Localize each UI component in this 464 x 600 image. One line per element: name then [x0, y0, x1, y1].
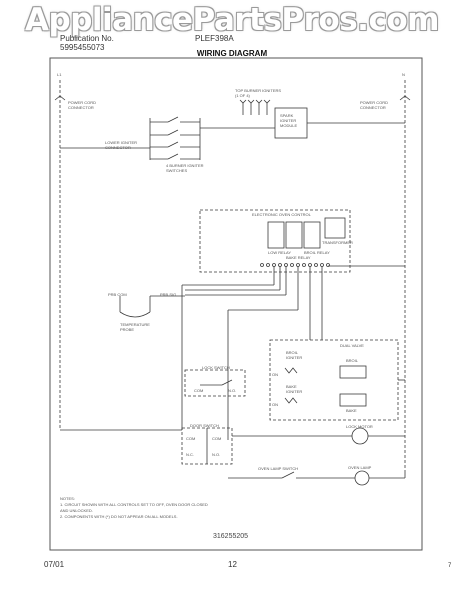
notes-heading: NOTES: — [60, 496, 75, 501]
door-com-label: COM — [186, 436, 196, 441]
door-no-label: N.O. — [212, 452, 221, 457]
door-nc-label: N.C. — [186, 452, 194, 457]
lock-switch-box — [184, 369, 246, 397]
lock-switch-label: LOCK SWITCH — [202, 365, 230, 370]
spark-module-label: SPARK IGNITER MODULE — [280, 113, 298, 128]
on-label-1: ON — [272, 372, 278, 377]
temp-probe-label: TEMPERATURE PROBE — [120, 322, 150, 332]
document-number: 316255205 — [213, 533, 249, 540]
burner-switch-4 — [150, 153, 200, 160]
page-title: WIRING DIAGRAM — [196, 49, 268, 58]
broil-valve-label: BROIL — [346, 358, 359, 363]
oven-control-box — [199, 209, 351, 273]
publication-number: 5995455073 — [60, 43, 105, 52]
relay-2-label: BAKE RELAY — [286, 255, 311, 260]
transformer-box — [324, 217, 346, 239]
power-cord-left-label: POWER CORD CONNECTOR — [68, 100, 96, 110]
lock-no-label: N.O. — [228, 388, 237, 393]
bake-igniter-label: BAKE IGNITER — [286, 384, 303, 394]
notes-block: NOTES: 1. CIRCUIT SHOWN WITH ALL CONTROL… — [60, 496, 210, 520]
dual-valve-label: DUAL VALVE — [340, 343, 364, 348]
footer-date: 07/01 — [44, 560, 65, 569]
footer-corner-mark: 7 — [448, 563, 452, 569]
footer-page-number: 12 — [228, 560, 237, 569]
lock-motor-label: LOCK MOTOR — [346, 424, 373, 429]
relay-3 — [303, 221, 321, 249]
l1-label: L1 — [57, 72, 62, 77]
top-burner-igniters-label: TOP BURNER IGNITERS (1 OF 4) — [235, 88, 282, 98]
note-2: 2. COMPONENTS WITH (*) DO NOT APPEAR ON … — [60, 514, 178, 519]
temp-probe — [119, 295, 185, 318]
watermark: AppliancePartsPros.com — [25, 2, 439, 38]
broil-igniter-label: BROIL IGNITER — [286, 350, 303, 360]
broil-igniter-symbol — [284, 367, 298, 374]
top-burner-igniters — [239, 99, 271, 115]
door-switch-label: DOOR SWITCH — [190, 423, 219, 428]
model-number: PLEF398A — [195, 34, 234, 43]
l1-connector-symbol — [54, 95, 66, 101]
door-com2-label: COM — [212, 436, 222, 441]
burner-switch-2 — [150, 129, 200, 136]
probe-com-label: PRB COM — [108, 292, 127, 297]
lock-motor-symbol — [351, 427, 369, 445]
bake-valve-label: BAKE — [346, 408, 357, 413]
oven-lamp-label: OVEN LAMP — [348, 465, 372, 470]
on-label-2: ON — [272, 402, 278, 407]
broil-valve-coil — [339, 365, 367, 379]
burner-switches-label: 4 BURNER IGNITER SWITCHES — [166, 163, 204, 173]
note-1: 1. CIRCUIT SHOWN WITH ALL CONTROLS SET T… — [60, 502, 208, 513]
relay-2 — [285, 221, 303, 249]
lock-com-label: COM — [194, 388, 204, 393]
n-label: N — [402, 72, 405, 77]
oven-lamp-switch-label: OVEN LAMP SWITCH — [258, 466, 299, 471]
publication-label: Publication No. — [60, 34, 114, 43]
burner-switch-3 — [150, 141, 200, 148]
relay-3-label: BROIL RELAY — [304, 250, 330, 255]
bake-igniter-symbol — [284, 397, 298, 404]
probe-sig-label: PRB SIG — [160, 292, 177, 297]
bake-valve-coil — [339, 393, 367, 407]
relay-1 — [267, 221, 285, 249]
burner-switch-1 — [150, 116, 200, 123]
transformer-label: TRANSFORMER — [322, 240, 353, 245]
diagram-frame — [49, 57, 423, 551]
oven-control-label: ELECTRONIC OVEN CONTROL — [252, 212, 311, 217]
lower-igniter-label: LOWER IGNITER CONNECTOR — [105, 140, 138, 150]
relay-1-label: LOW RELAY — [268, 250, 292, 255]
n-connector-symbol — [399, 95, 411, 101]
oven-lamp-symbol — [354, 470, 370, 486]
terminal-strip — [260, 263, 330, 267]
power-cord-right-label: POWER CORD CONNECTOR — [360, 100, 388, 110]
